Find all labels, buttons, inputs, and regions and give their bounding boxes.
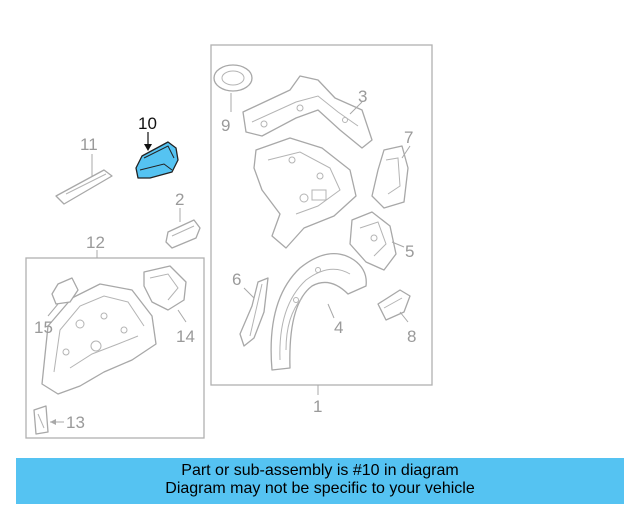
callout-14: 14 [176,327,195,346]
part-11-rail-strip[interactable] [55,154,113,205]
callout-5: 5 [405,242,414,261]
part-2-clip[interactable] [165,208,201,249]
part-14-panel[interactable] [143,265,187,323]
callout-4: 4 [334,318,343,337]
banner-line-1: Part or sub-assembly is #10 in diagram [181,462,459,479]
part-12-inner-wheelhouse[interactable] [41,283,157,395]
callout-6: 6 [232,270,241,289]
part-6-pillar[interactable] [239,277,269,347]
part-15-bracket[interactable] [47,277,79,317]
callout-12: 12 [86,233,105,252]
parts-diagram: 1 12 9 3 7 5 [25,44,433,439]
part-inner-panel[interactable] [253,137,357,249]
part-3-upper-rail[interactable] [242,75,373,149]
part-13-clip[interactable] [33,405,64,435]
callout-8: 8 [407,327,416,346]
info-banner: Part or sub-assembly is #10 in diagram D… [16,458,624,504]
callout-2: 2 [175,190,184,209]
callout-7: 7 [404,128,413,147]
banner-line-2: Diagram may not be specific to your vehi… [165,480,475,497]
part-7-bracket[interactable] [371,145,411,209]
callout-15: 15 [34,318,53,337]
part-10-highlighted[interactable] [135,132,179,179]
callout-11: 11 [80,135,98,154]
callout-3: 3 [358,87,367,106]
callout-1: 1 [313,397,322,416]
part-9-grommet[interactable] [213,64,253,112]
assembly-frame-12 [25,257,205,439]
callout-9: 9 [221,116,230,135]
part-4-wheelhouse[interactable] [270,252,367,371]
assembly-frame-1 [210,44,433,386]
part-8-small-bracket[interactable] [377,289,411,323]
callout-13: 13 [66,413,85,432]
part-5-reinforcement[interactable] [349,211,405,271]
callout-10: 10 [138,114,157,133]
